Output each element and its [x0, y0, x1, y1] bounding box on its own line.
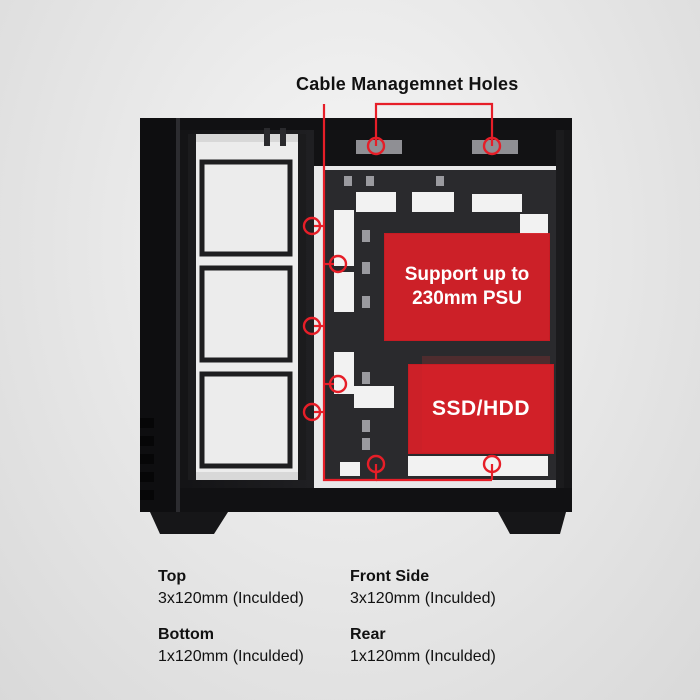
hole-marker	[482, 454, 502, 474]
spec-bottom-title: Bottom	[158, 626, 214, 643]
spec-bottom-value: 1x120mm (Inculded)	[158, 648, 304, 665]
hole-marker	[366, 136, 386, 156]
spec-rear: Rear 1x120mm (Inculded)	[350, 624, 496, 668]
hole-marker	[482, 136, 502, 156]
spec-front-title: Front Side	[350, 568, 430, 585]
case-foot-rear	[498, 512, 566, 534]
cable-management-title: Cable Managemnet Holes	[296, 74, 519, 94]
spec-rear-value: 1x120mm (Inculded)	[350, 648, 496, 665]
hole-marker	[302, 316, 322, 336]
hole-marker	[328, 374, 348, 394]
case-foot-front	[150, 512, 228, 534]
spec-bottom: Bottom 1x120mm (Inculded)	[158, 624, 304, 668]
hole-marker	[366, 454, 386, 474]
hole-marker	[302, 402, 322, 422]
spec-top-value: 3x120mm (Inculded)	[158, 590, 304, 607]
hole-marker	[328, 254, 348, 274]
spec-top: Top 3x120mm (Inculded)	[158, 566, 304, 610]
psu-label-line2: 230mm PSU	[412, 288, 522, 309]
spec-front-value: 3x120mm (Inculded)	[350, 590, 496, 607]
spec-top-title: Top	[158, 568, 187, 585]
spec-front: Front Side 3x120mm (Inculded)	[350, 566, 496, 610]
psu-support-label: Support up to 230mm PSU	[384, 233, 550, 341]
psu-label-line1: Support up to	[404, 264, 530, 285]
cable-hole-markers	[302, 136, 502, 474]
hole-marker	[302, 216, 322, 236]
ssd-hdd-label: SSD/HDD	[408, 364, 554, 454]
spec-rear-title: Rear	[350, 626, 386, 643]
front-fan-bay	[188, 128, 306, 480]
